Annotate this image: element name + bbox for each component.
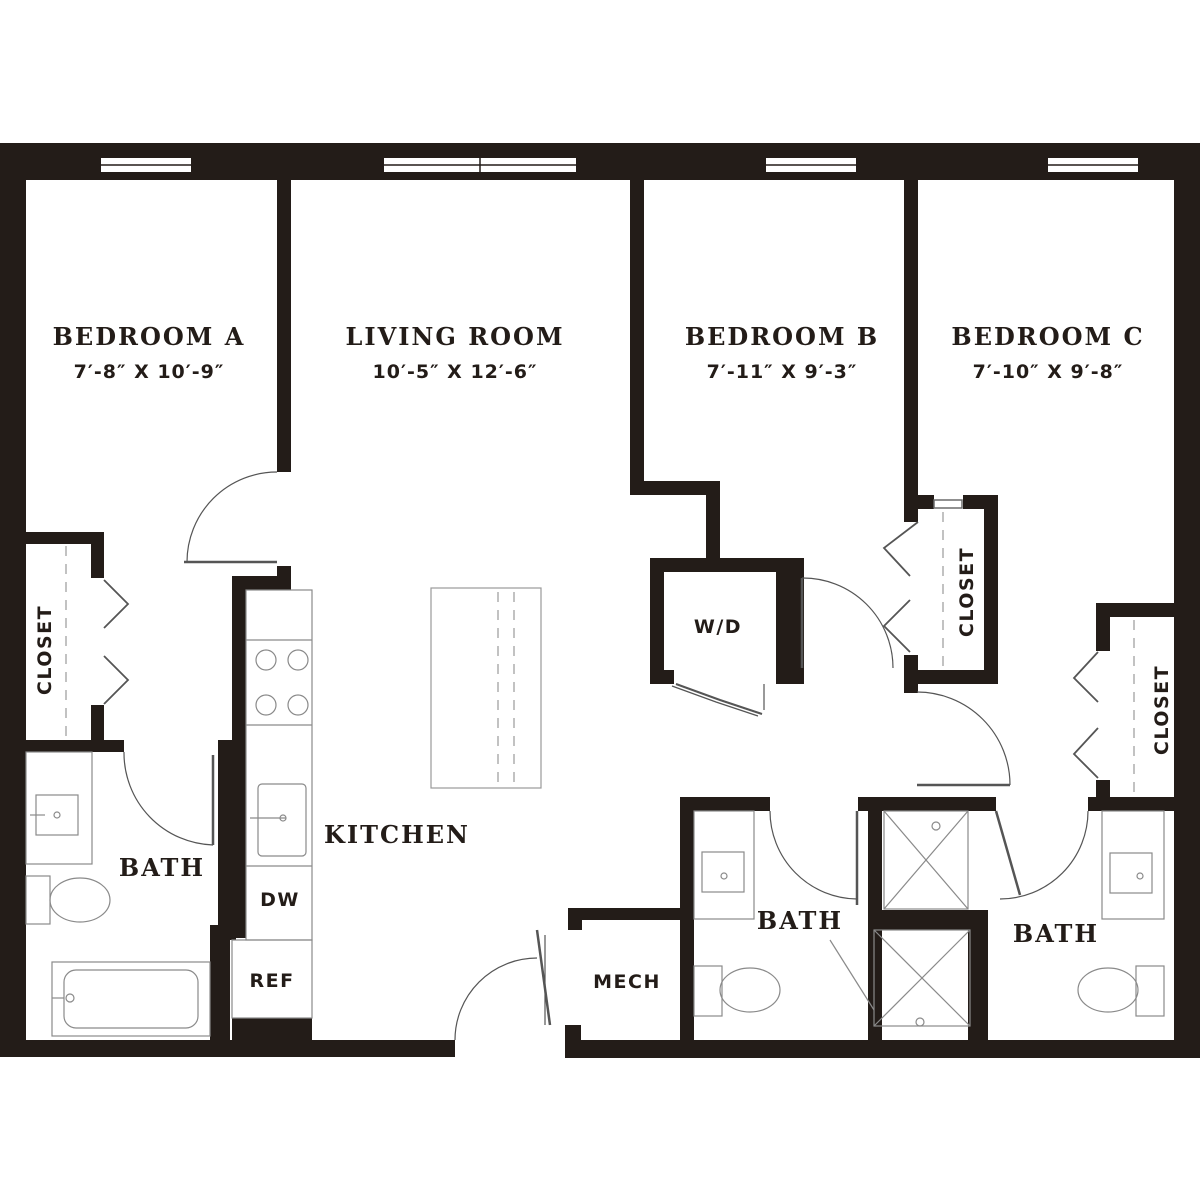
windows <box>99 156 1140 174</box>
washer-dryer-label: W/D <box>694 616 742 638</box>
closet-c-label: CLOSET <box>1151 665 1173 755</box>
bath-c-name: BATH <box>1013 919 1099 948</box>
bedroom-b-name: BEDROOM B <box>685 322 879 351</box>
bath-b-fixtures <box>693 810 971 1027</box>
bedroom-c-dims: 7′-10″ X 9′-8″ <box>973 361 1124 383</box>
bedroom-b-dims: 7′-11″ X 9′-3″ <box>707 361 858 383</box>
bath-a-name: BATH <box>119 853 205 882</box>
mech-name: MECH <box>593 971 661 993</box>
bedroom-a-dims: 7′-8″ X 10′-9″ <box>74 361 225 383</box>
exterior-walls <box>0 143 1200 1058</box>
closet-doors <box>65 499 1135 795</box>
window-bedroom-b <box>764 156 858 174</box>
living-room-name: LIVING ROOM <box>345 322 564 351</box>
bedroom-a-name: BEDROOM A <box>53 322 246 351</box>
closet-a-label: CLOSET <box>34 605 56 695</box>
bedroom-c-name: BEDROOM C <box>951 322 1144 351</box>
kitchen-fixtures <box>231 587 542 1019</box>
window-bedroom-a <box>99 156 193 174</box>
bath-a-fixtures <box>25 751 211 1037</box>
fixture-labels: W/D DW REF CLOSET CLOSET CLOSET <box>34 547 1173 992</box>
kitchen-name: KITCHEN <box>324 820 470 849</box>
living-room-dims: 10′-5″ X 12′-6″ <box>373 361 538 383</box>
interior-walls <box>26 180 1174 1058</box>
room-labels: BEDROOM A 7′-8″ X 10′-9″ LIVING ROOM 10′… <box>53 322 1144 993</box>
bath-c-fixtures <box>1077 810 1165 1017</box>
doors <box>123 471 1089 1041</box>
window-living-room <box>382 156 578 174</box>
dishwasher-label: DW <box>260 889 300 911</box>
closet-b-label: CLOSET <box>956 547 978 637</box>
bath-b-name: BATH <box>757 906 843 935</box>
window-bedroom-c <box>1046 156 1140 174</box>
refrigerator-label: REF <box>249 970 294 992</box>
